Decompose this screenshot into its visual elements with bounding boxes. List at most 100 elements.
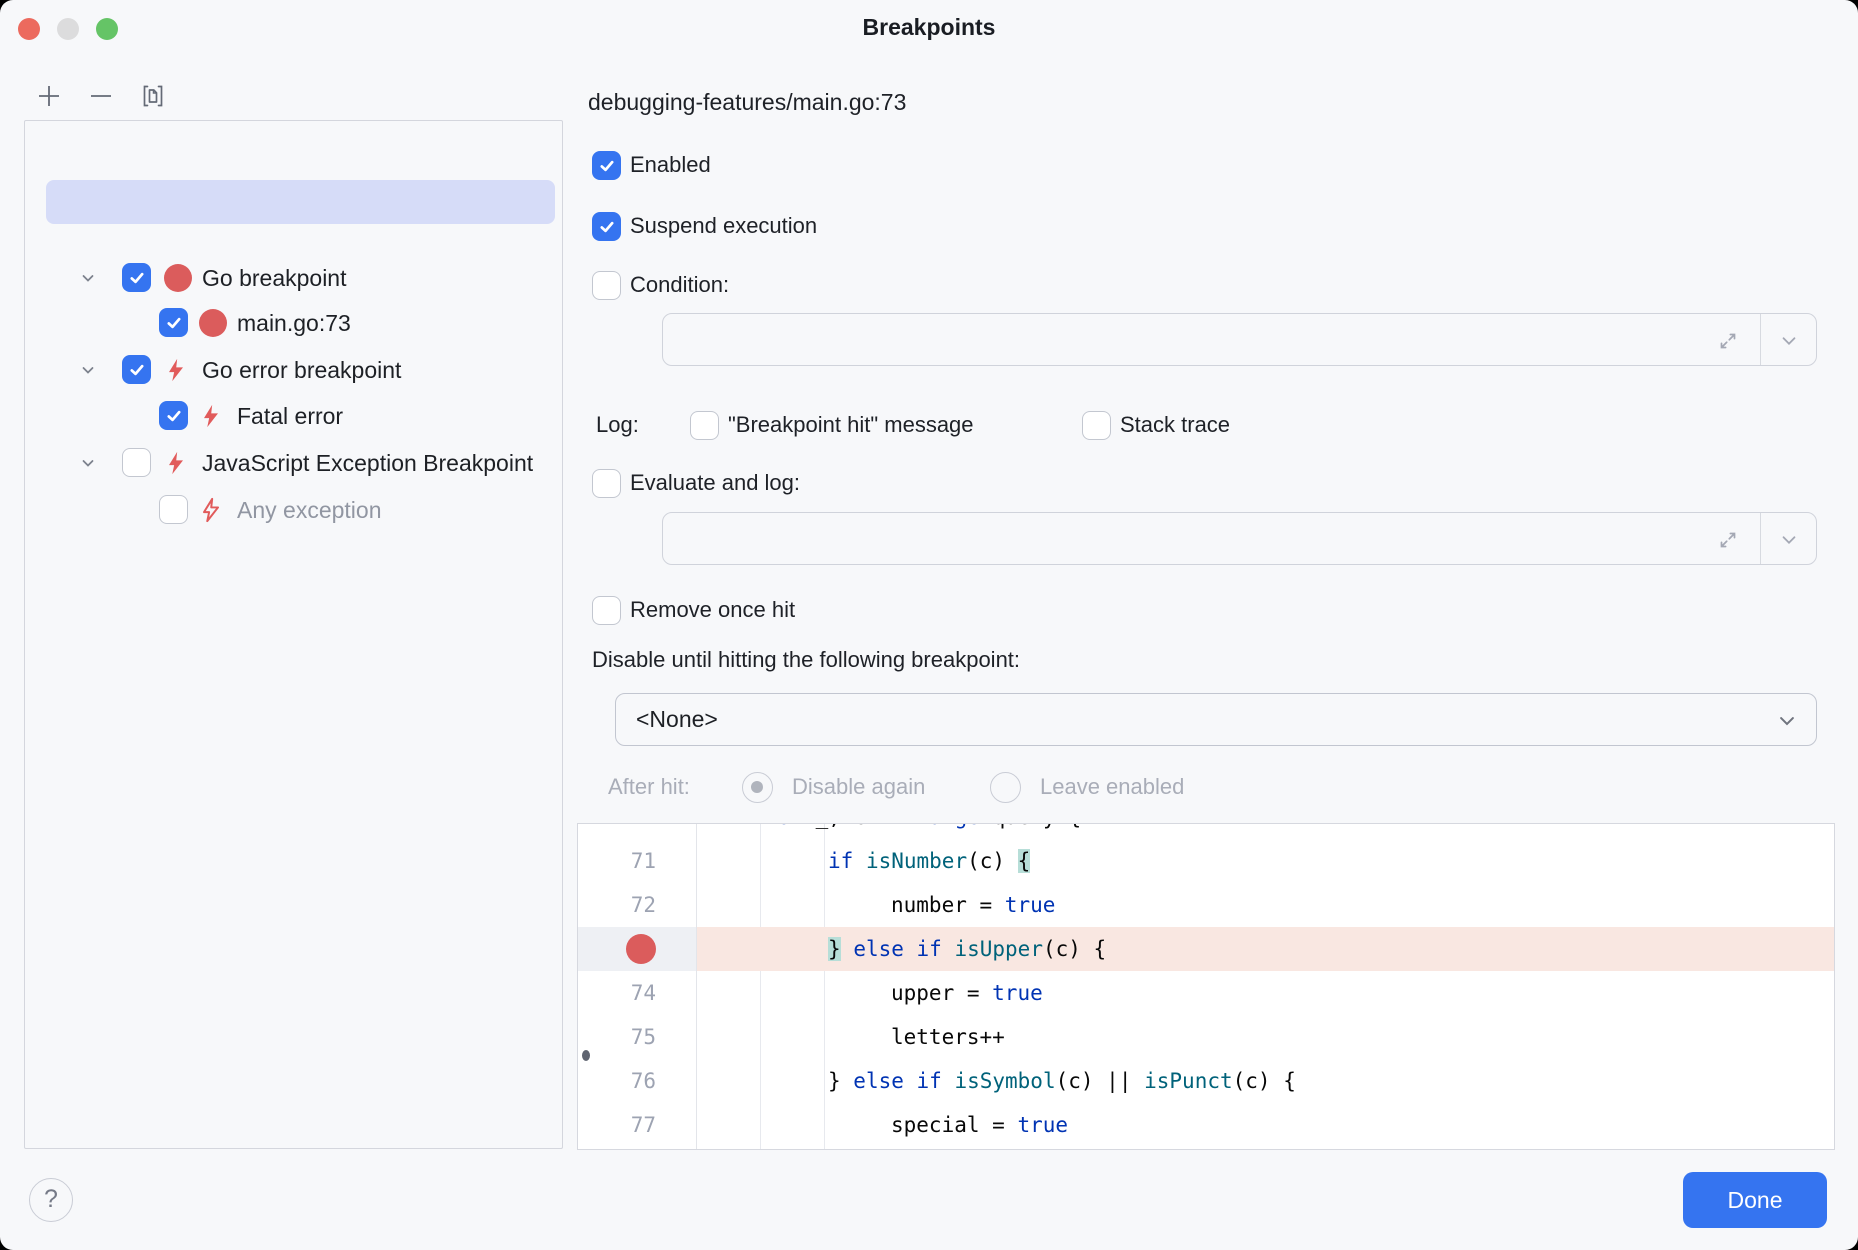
remove-breakpoint-button[interactable] — [87, 84, 115, 112]
evaluate-and-log-checkbox[interactable] — [592, 469, 621, 498]
selected-breakpoint-value: <None> — [636, 706, 718, 732]
tree-item-label: JavaScript Exception Breakpoint — [202, 450, 534, 476]
code-line[interactable]: 71 if isNumber(c) { — [578, 839, 1834, 883]
evaluate-and-log-label: Evaluate and log: — [630, 470, 801, 495]
gutter-cell[interactable]: 76 — [578, 1059, 696, 1103]
tree-item-checkbox[interactable] — [122, 448, 151, 477]
leave-enabled-label: Leave enabled — [1040, 774, 1185, 799]
suspend-execution-label: Suspend execution — [630, 213, 818, 238]
breakpoint-dot-icon[interactable] — [626, 934, 656, 964]
tree-item-checkbox[interactable] — [122, 263, 151, 292]
code-line[interactable]: 77 special = true — [578, 1103, 1834, 1147]
tree-item[interactable]: Any exception — [25, 488, 562, 532]
log-label: Log: — [596, 412, 639, 437]
field-divider — [1760, 314, 1761, 365]
line-number: 77 — [630, 1113, 656, 1137]
copy-breakpoint-button[interactable] — [139, 84, 167, 112]
code-line[interactable]: 75 letters++ — [578, 1015, 1834, 1059]
enabled-label: Enabled — [630, 152, 711, 177]
code-text: for _, c := range query { — [696, 824, 1834, 839]
plus-icon — [35, 82, 63, 115]
scroll-indicator-dot — [582, 1050, 590, 1061]
breakpoint-hit-message-checkbox[interactable] — [690, 411, 719, 440]
breakpoint-circle-icon — [199, 309, 227, 337]
disable-until-breakpoint-select[interactable]: <None> — [615, 693, 1817, 746]
code-text: if isNumber(c) { — [828, 849, 1031, 873]
tree-item-label: main.go:73 — [237, 310, 351, 336]
dialog-title: Breakpoints — [862, 14, 996, 40]
tree-item[interactable]: Go breakpoint — [25, 256, 562, 300]
code-preview[interactable]: for _, c := range query { 71 if isNumber(c… — [577, 823, 1835, 1150]
tree-selection-highlight — [46, 180, 555, 224]
minimize-window-button[interactable] — [57, 18, 79, 40]
leave-enabled-radio[interactable] — [990, 772, 1021, 803]
tree-item[interactable]: Fatal error — [25, 394, 562, 438]
remove-once-hit-label: Remove once hit — [630, 597, 796, 622]
gutter-cell[interactable]: 74 — [578, 971, 696, 1015]
gutter-cell[interactable]: 75 — [578, 1015, 696, 1059]
chevron-down-icon[interactable] — [1777, 329, 1801, 358]
add-breakpoint-button[interactable] — [35, 84, 63, 112]
help-button[interactable]: ? — [29, 1178, 73, 1222]
tree-item[interactable]: Go error breakpoint — [25, 348, 562, 392]
line-number: 76 — [630, 1069, 656, 1093]
chevron-down-icon[interactable] — [77, 267, 99, 294]
after-hit-label: After hit: — [608, 774, 690, 799]
tree-item-checkbox[interactable] — [159, 401, 188, 430]
stack-trace-checkbox[interactable] — [1082, 411, 1111, 440]
bolt-outline-icon — [197, 496, 225, 529]
code-line[interactable]: 72 number = true — [578, 883, 1834, 927]
bolt-icon — [162, 449, 190, 482]
gutter-cell[interactable] — [578, 927, 696, 971]
done-button[interactable]: Done — [1683, 1172, 1827, 1228]
expand-field-icon[interactable] — [1715, 527, 1741, 558]
gutter-separator — [696, 824, 697, 1149]
code-line[interactable]: } else if isUpper(c) { — [578, 927, 1834, 971]
suspend-execution-checkbox[interactable] — [592, 212, 621, 241]
code-text: } else if isSymbol(c) || isPunct(c) { — [828, 1069, 1296, 1093]
tree-item-label: Fatal error — [237, 403, 344, 429]
bolt-icon — [162, 356, 190, 389]
disable-again-radio[interactable] — [742, 772, 773, 803]
condition-input[interactable] — [662, 313, 1817, 366]
field-divider — [1760, 513, 1761, 564]
indent-guide — [824, 824, 825, 1149]
gutter-cell[interactable]: 71 — [578, 839, 696, 883]
code-line[interactable]: 76 } else if isSymbol(c) || isPunct(c) { — [578, 1059, 1834, 1103]
disable-again-label: Disable again — [792, 774, 926, 799]
tree-item-label: Go error breakpoint — [202, 357, 402, 383]
chevron-down-icon[interactable] — [77, 452, 99, 479]
code-line[interactable]: for _, c := range query { — [578, 824, 1834, 839]
code-text: upper = true — [891, 981, 1043, 1005]
tree-item[interactable]: main.go:73 — [25, 301, 562, 345]
remove-once-hit-checkbox[interactable] — [592, 596, 621, 625]
gutter-cell[interactable] — [578, 824, 696, 839]
tree-item-checkbox[interactable] — [159, 495, 188, 524]
tree-item-checkbox[interactable] — [122, 355, 151, 384]
code-text: letters++ — [891, 1025, 1005, 1049]
zoom-window-button[interactable] — [96, 18, 118, 40]
gutter-cell[interactable]: 77 — [578, 1103, 696, 1147]
condition-checkbox[interactable] — [592, 271, 621, 300]
line-number: 71 — [630, 849, 656, 873]
code-text: number = true — [891, 893, 1056, 917]
chevron-down-icon — [1774, 708, 1800, 739]
stack-trace-label: Stack trace — [1120, 412, 1231, 437]
breakpoint-circle-icon — [164, 264, 192, 292]
expand-field-icon[interactable] — [1715, 328, 1741, 359]
code-text: special = true — [891, 1113, 1069, 1137]
tree-item-label: Any exception — [237, 497, 382, 523]
enabled-checkbox[interactable] — [592, 151, 621, 180]
evaluate-and-log-input[interactable] — [662, 512, 1817, 565]
chevron-down-icon[interactable] — [1777, 528, 1801, 557]
gutter-cell[interactable]: 72 — [578, 883, 696, 927]
breakpoint-hit-message-label: "Breakpoint hit" message — [728, 412, 974, 437]
copy-icon — [139, 82, 167, 115]
breakpoint-path-header: debugging-features/main.go:73 — [588, 89, 907, 115]
tree-item[interactable]: JavaScript Exception Breakpoint — [25, 441, 562, 485]
close-window-button[interactable] — [18, 18, 40, 40]
line-number: 74 — [630, 981, 656, 1005]
chevron-down-icon[interactable] — [77, 359, 99, 386]
tree-item-checkbox[interactable] — [159, 308, 188, 337]
code-line[interactable]: 74 upper = true — [578, 971, 1834, 1015]
